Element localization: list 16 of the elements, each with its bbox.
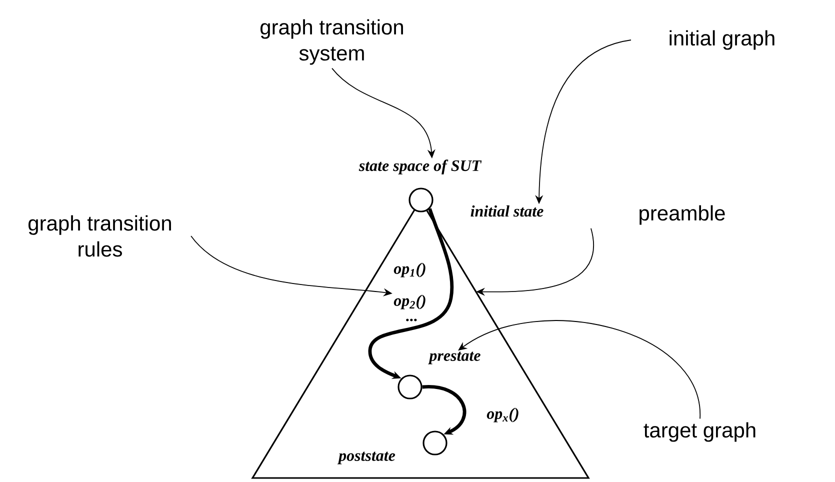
handwritten-label: graph transition rules xyxy=(28,215,171,257)
state-label: initial state xyxy=(470,205,544,217)
operation-label: op$_{2}$() xyxy=(394,294,426,310)
state-label: poststate xyxy=(337,452,396,464)
state-label: prestate xyxy=(428,352,480,364)
leader-arrow xyxy=(458,320,700,420)
transition-arrow xyxy=(422,385,466,435)
transition-arrow xyxy=(368,208,454,379)
handwritten-label: initial graph xyxy=(670,30,774,50)
edge-label: op$_{x}$() xyxy=(486,408,518,422)
handwritten-label: target graph xyxy=(644,422,756,442)
handwritten-label: preamble xyxy=(640,205,725,225)
operation-label: op$_{1}$() xyxy=(394,262,426,278)
ellipsis-label: ... xyxy=(406,318,417,322)
triangle-title: state space of SUT xyxy=(358,160,482,174)
handwritten-label: graph transition system xyxy=(260,19,403,65)
